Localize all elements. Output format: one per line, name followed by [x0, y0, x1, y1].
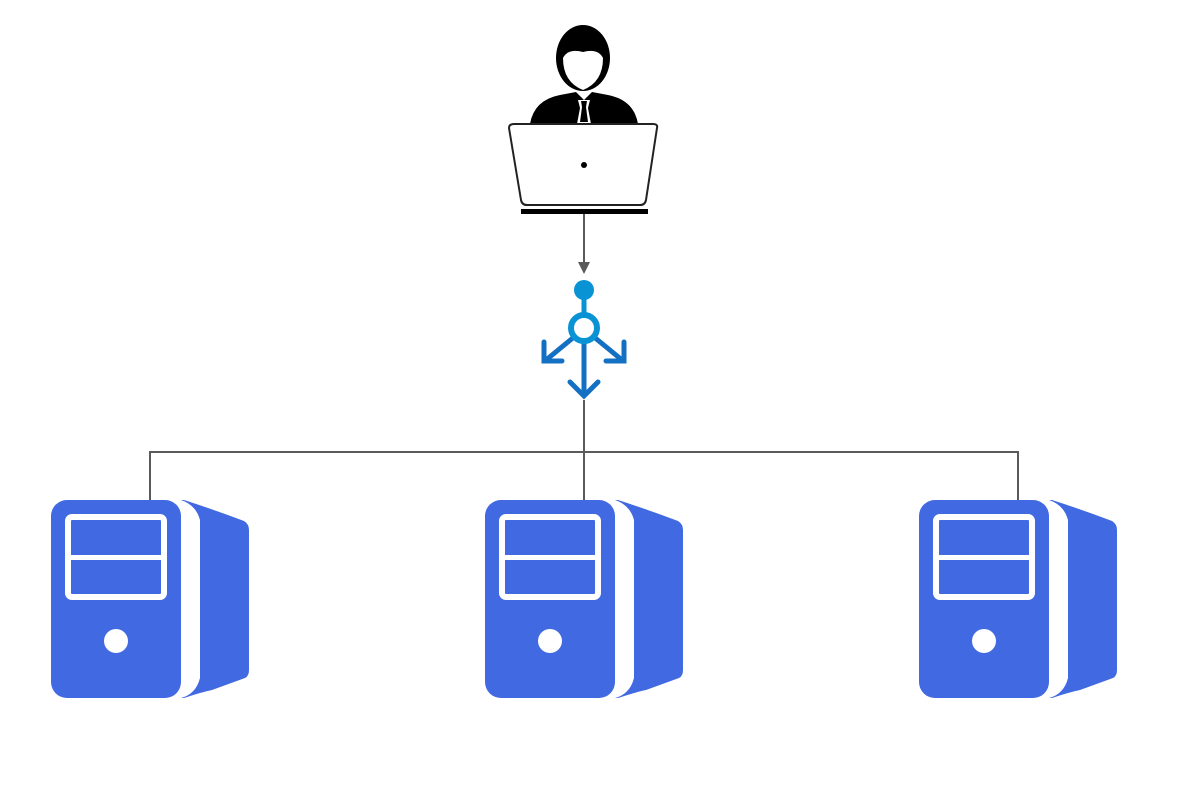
user-laptop-icon	[507, 25, 659, 214]
connector-lines	[149, 213, 1019, 500]
arrow-head-icon	[578, 262, 590, 274]
server-3-icon	[919, 500, 1117, 698]
load-balancer-icon	[541, 280, 627, 400]
server-bus-line	[149, 451, 1019, 500]
server-1-icon	[51, 500, 249, 698]
server-2-icon	[485, 500, 683, 698]
